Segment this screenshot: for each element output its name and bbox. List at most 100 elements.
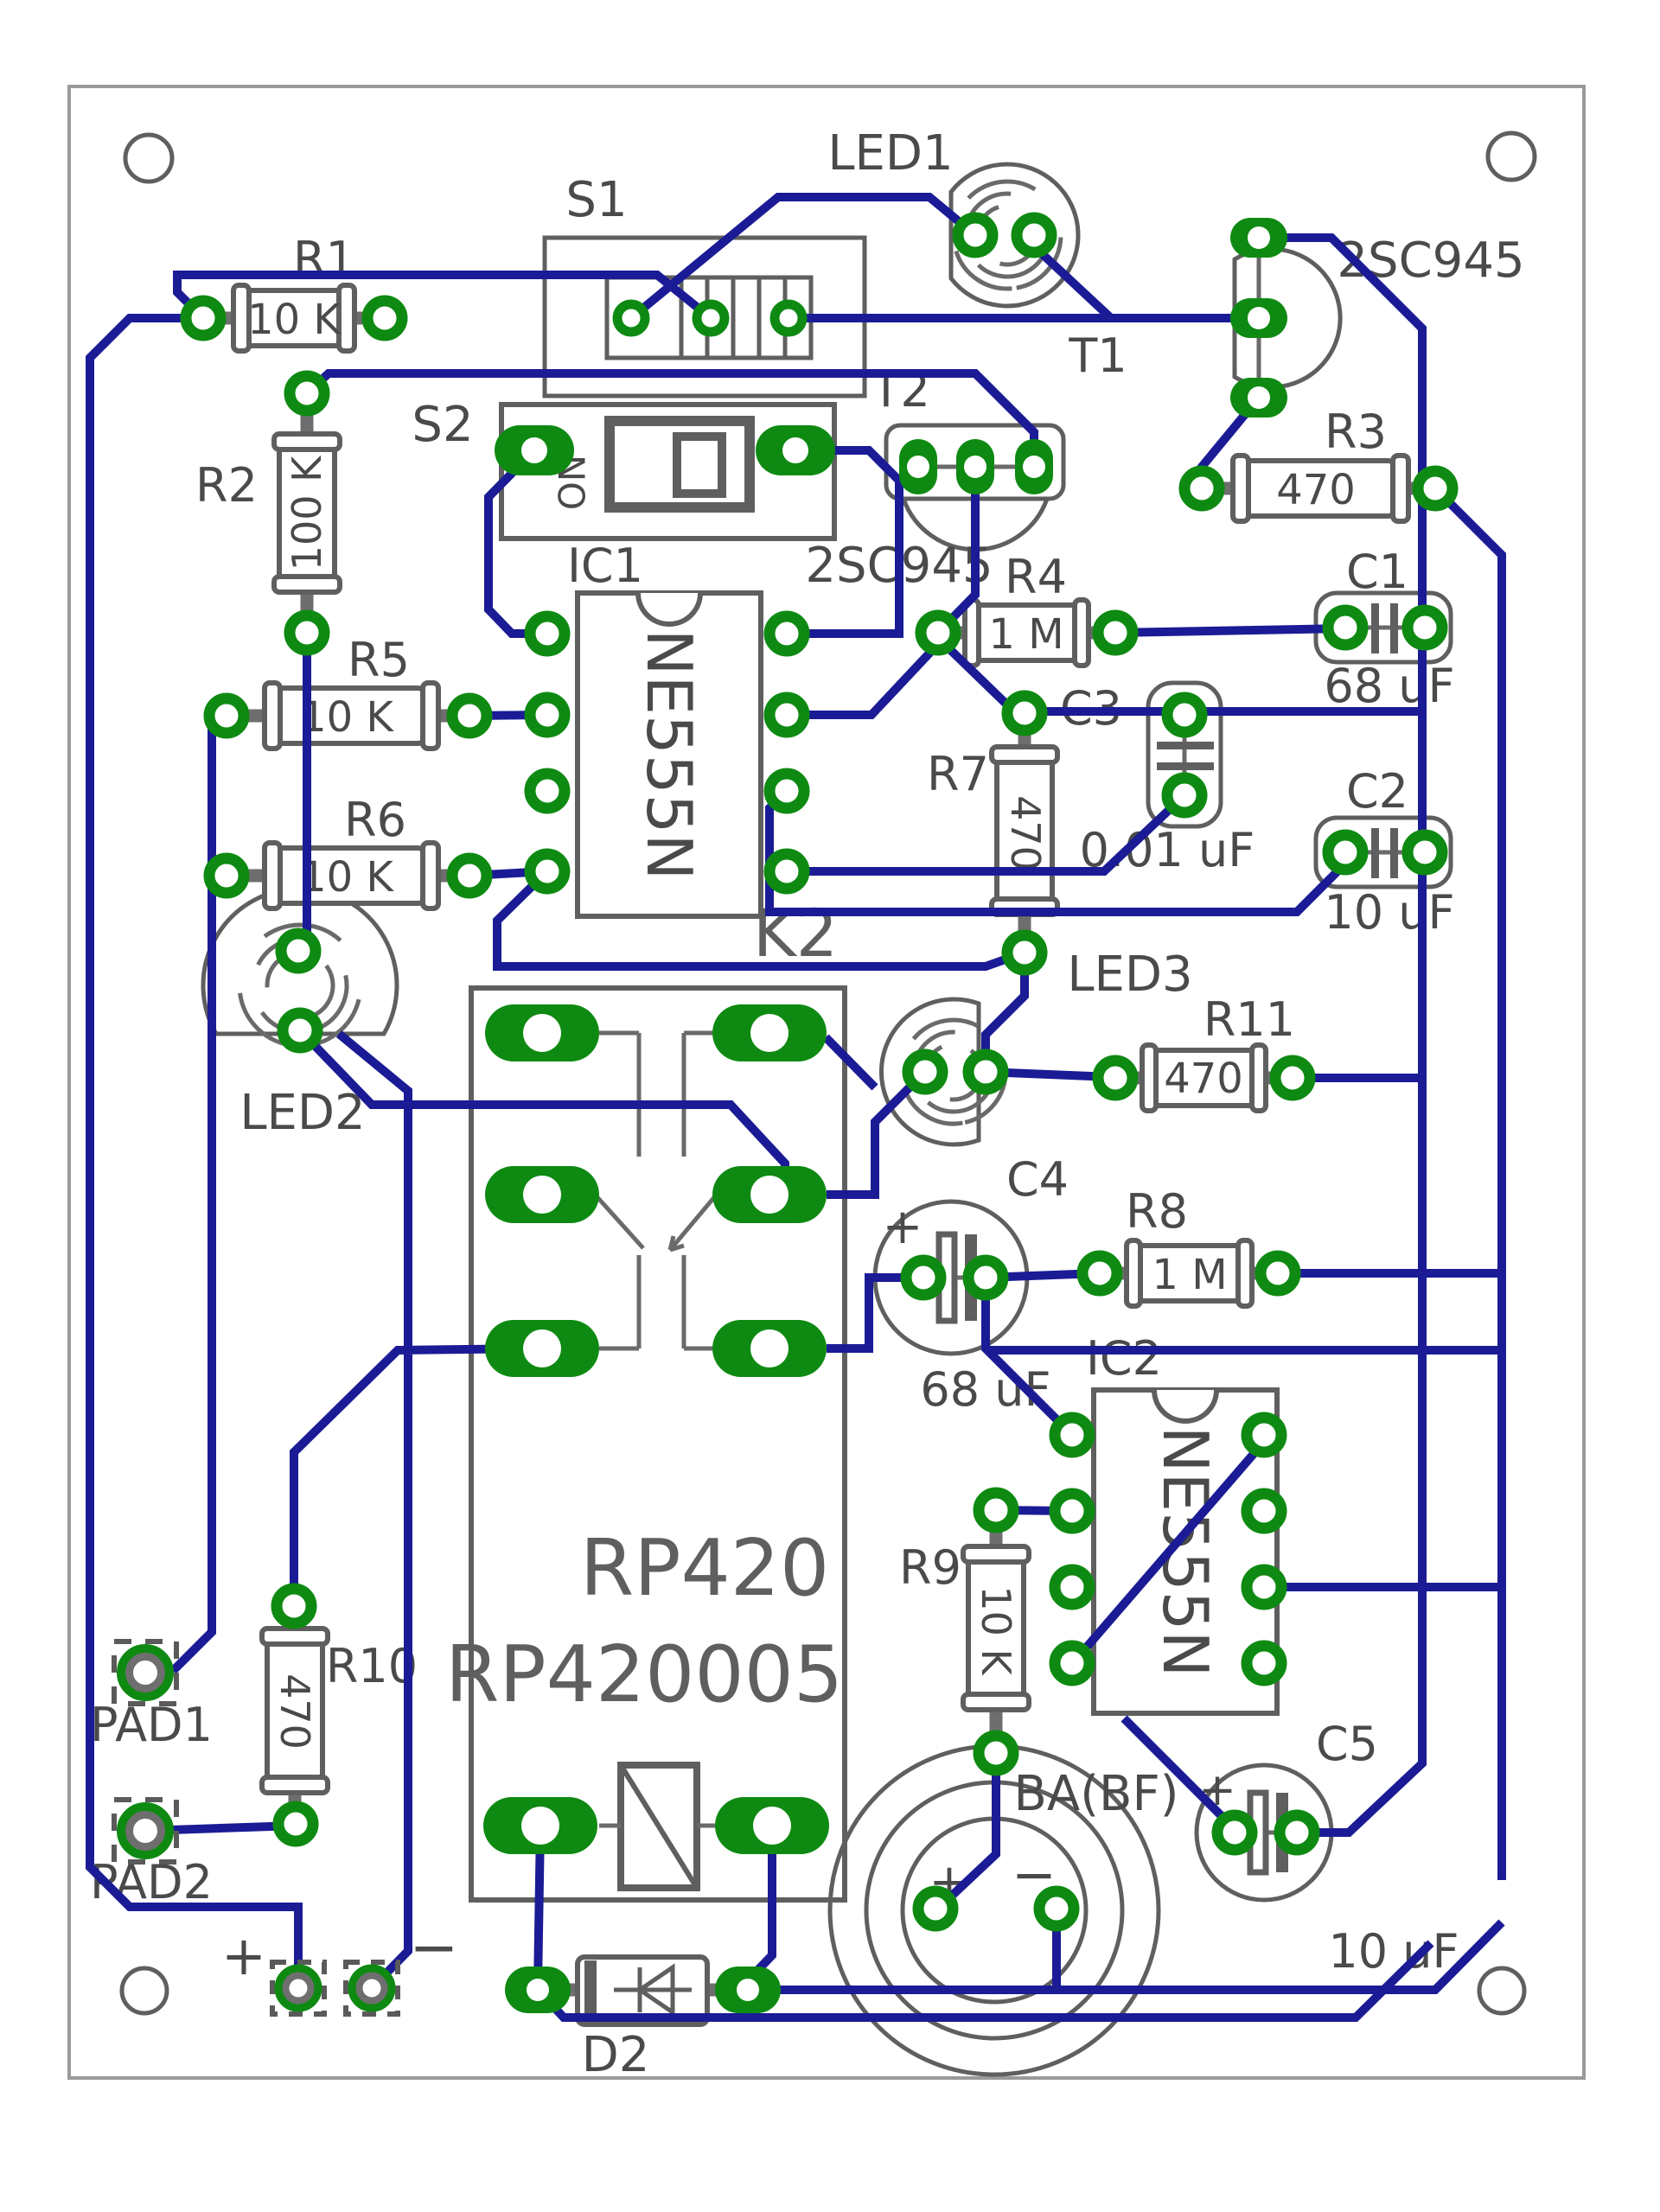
ic1-part: NE555N <box>633 629 706 881</box>
r5-label: R5 <box>348 633 410 687</box>
pad <box>1247 1646 1281 1680</box>
ic2-label: IC2 <box>1086 1331 1162 1386</box>
pad <box>908 1055 942 1089</box>
r3-cap <box>1230 453 1251 524</box>
pad <box>530 698 565 732</box>
pad <box>1184 471 1219 506</box>
s2-label: S2 <box>412 397 473 453</box>
pad-oval <box>712 1320 827 1377</box>
c3-plate <box>1157 762 1214 770</box>
pad <box>452 858 487 893</box>
pad-oval <box>505 1967 571 2013</box>
r10-cap <box>259 1626 330 1647</box>
c4-label: C4 <box>1006 1152 1069 1207</box>
pad <box>1082 1256 1117 1291</box>
t1-label: T1 <box>1068 328 1127 383</box>
r11-cap <box>1249 1042 1268 1113</box>
pad-oval <box>1230 378 1287 418</box>
r1-cap <box>336 283 357 354</box>
c1-value: 68 uF <box>1324 659 1454 713</box>
ic2-part: NE555N <box>1149 1426 1222 1678</box>
k2-part-line2: RP420005 <box>445 1629 843 1720</box>
battery-minus-mark: − <box>410 1914 459 1982</box>
led2-arc <box>265 950 335 1021</box>
c4-plus-mark: + <box>883 1199 923 1255</box>
capacitor-c2 <box>1313 815 1453 889</box>
pad-oval <box>485 1004 599 1061</box>
pad-oval <box>495 425 574 475</box>
r2-label: R2 <box>195 458 258 513</box>
pad <box>918 1891 953 1926</box>
r5-cap <box>420 680 441 751</box>
resistor-r1 <box>209 283 379 354</box>
pad <box>1167 698 1202 732</box>
pad <box>209 858 244 893</box>
pad-oval <box>485 1166 599 1223</box>
pad <box>1328 610 1363 645</box>
pad <box>1055 1494 1089 1528</box>
copper-traces-bottom <box>144 1027 1505 2022</box>
pad <box>530 854 565 889</box>
pad <box>769 698 804 732</box>
pad <box>281 934 316 968</box>
r9-cap <box>961 1544 1031 1565</box>
c1-plate <box>1371 603 1379 653</box>
pad <box>617 304 645 332</box>
pad <box>906 1260 941 1295</box>
r9-value: 10 K <box>973 1585 1019 1676</box>
pad <box>1007 935 1042 970</box>
r5-cap <box>262 680 283 751</box>
r2-cap <box>271 574 342 595</box>
pad <box>1098 1061 1133 1095</box>
r4-cap <box>1072 597 1091 668</box>
pad <box>921 615 955 650</box>
r1-cap <box>231 283 252 354</box>
r10-label: R10 <box>326 1639 418 1693</box>
pad-oval <box>715 1797 829 1854</box>
pad <box>1247 1570 1281 1604</box>
pad <box>1408 610 1442 645</box>
r8-value: 1 M <box>1152 1251 1227 1299</box>
r1-value: 10 K <box>247 296 342 344</box>
t1-part: 2SC945 <box>1337 233 1524 289</box>
c2-plate <box>1390 828 1398 878</box>
r4-cap <box>962 597 981 668</box>
pad <box>1247 1494 1281 1528</box>
led1-label: LED1 <box>827 125 953 182</box>
s1-label: S1 <box>565 172 627 228</box>
pad <box>968 1260 1003 1295</box>
pad <box>1280 1815 1314 1850</box>
pad <box>452 698 487 733</box>
diode-d2 <box>546 1954 740 2027</box>
r8-cap <box>1124 1238 1143 1309</box>
switch-s2 <box>499 402 837 541</box>
mounting-hole <box>123 132 175 184</box>
c3-plate <box>1157 742 1214 749</box>
r2-value: 100 K <box>284 455 330 571</box>
pad-oval <box>756 425 835 475</box>
r9-label: R9 <box>899 1540 961 1595</box>
r7-value: 470 <box>1002 795 1049 871</box>
pad <box>367 301 402 335</box>
pad <box>1098 615 1133 650</box>
pad1-label: PAD1 <box>90 1698 213 1752</box>
ic-ic1 <box>575 590 763 919</box>
k2-contacts <box>595 1030 717 1351</box>
led3-outline <box>879 997 981 1147</box>
mounting-hole <box>1477 1966 1527 2016</box>
pad-oval <box>712 1004 827 1061</box>
r3-value: 470 <box>1276 466 1356 514</box>
ic2-notch <box>1152 1389 1219 1424</box>
pad <box>209 698 244 733</box>
pad <box>1039 1891 1074 1926</box>
c5-label: C5 <box>1316 1717 1378 1771</box>
pad-oval <box>1230 218 1287 258</box>
c2-value: 10 uF <box>1324 885 1454 940</box>
r9-cap <box>961 1692 1031 1712</box>
pad <box>278 1807 313 1841</box>
r4-value: 1 M <box>988 610 1063 659</box>
pad <box>769 774 804 808</box>
c3-outline <box>1146 680 1223 829</box>
pad <box>968 1055 1003 1089</box>
